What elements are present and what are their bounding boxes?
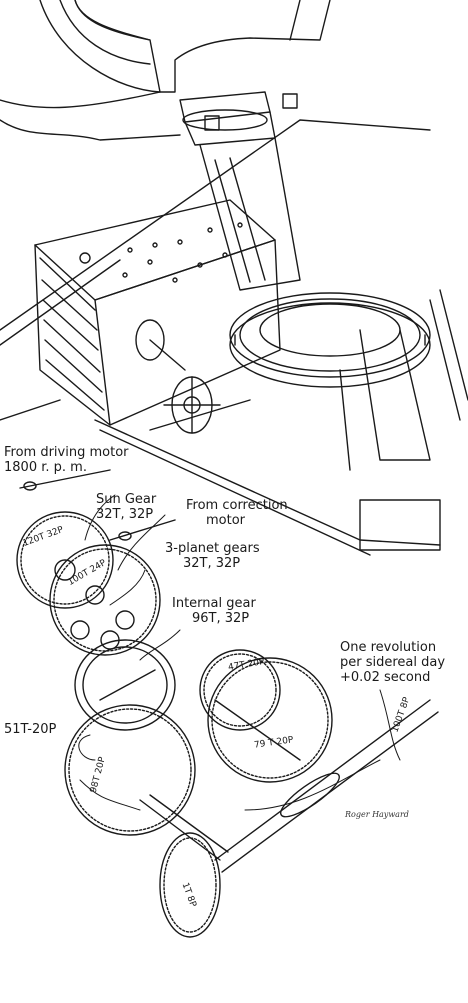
correction-motor-line-1: From correction xyxy=(186,498,288,513)
driving-motor-label: From driving motor 1800 r. p. m. xyxy=(4,445,129,475)
internal-gear-line-2: 96T, 32P xyxy=(192,611,250,626)
gear-98t xyxy=(64,704,196,836)
worm-shaft xyxy=(135,319,221,434)
artist-signature: Roger Hayward xyxy=(345,810,409,819)
sun-gear-shaft xyxy=(19,469,176,541)
driving-motor-line-2: 1800 r. p. m. xyxy=(4,460,87,475)
gear-51t-label: 51T-20P xyxy=(4,722,57,737)
mounting-frame xyxy=(0,119,468,556)
worm-assembly xyxy=(139,699,439,938)
declination-axis xyxy=(179,91,301,291)
internal-gear xyxy=(74,639,176,731)
revolution-label: One revolution per sidereal day +0.02 se… xyxy=(340,640,445,685)
correction-motor-label: From correction motor xyxy=(186,498,288,528)
revolution-line-1: One revolution xyxy=(340,640,437,655)
correction-motor-line-2: motor xyxy=(206,513,246,528)
sun-gear-line-1: Sun Gear xyxy=(96,492,157,507)
sun-gear-line-2: 32T, 32P xyxy=(96,507,154,522)
planet-gears-label: 3-planet gears 32T, 32P xyxy=(165,541,260,571)
gear-79t xyxy=(207,657,333,783)
internal-gear-label: Internal gear 96T, 32P xyxy=(172,596,256,626)
planet-gears-line-2: 32T, 32P xyxy=(183,556,241,571)
revolution-line-2: per sidereal day xyxy=(340,655,446,670)
gear-47t xyxy=(199,649,281,731)
worm-wheel xyxy=(229,292,441,551)
gear-120t xyxy=(16,511,114,609)
revolution-line-3: +0.02 second xyxy=(340,670,431,685)
callout-arrows xyxy=(78,494,401,811)
planet-gears-line-1: 3-planet gears xyxy=(165,541,260,556)
telescope-tube xyxy=(0,0,331,141)
driving-motor-line-1: From driving motor xyxy=(4,445,129,460)
sun-gear-label: Sun Gear 32T, 32P xyxy=(96,492,156,522)
internal-gear-line-1: Internal gear xyxy=(172,596,256,611)
gear-box xyxy=(34,199,281,426)
